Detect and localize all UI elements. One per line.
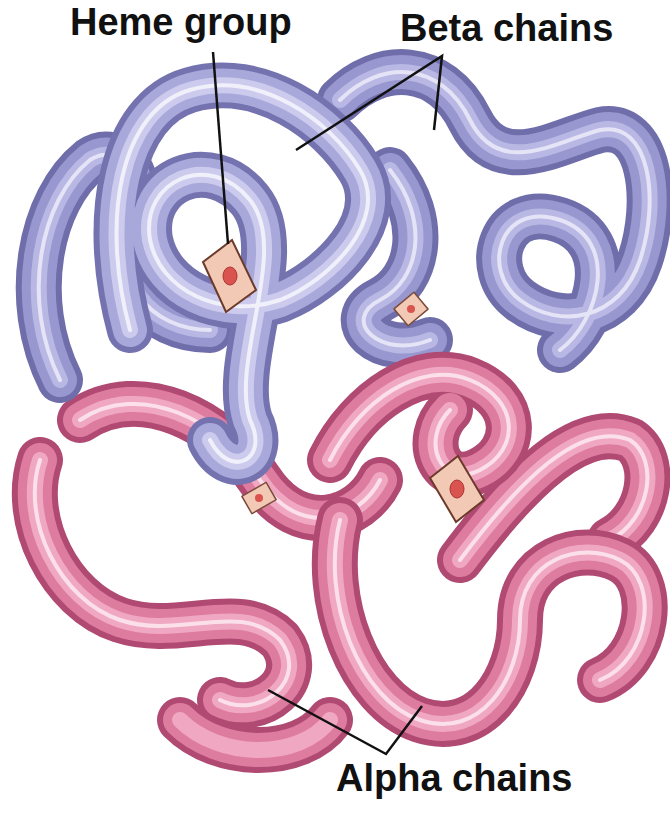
part-label: Alpha chains (336, 758, 573, 800)
part-label: Heme group (70, 2, 292, 44)
part-label: Beta chains (400, 8, 613, 50)
beta-chain (39, 85, 428, 461)
alpha-chain (35, 375, 648, 750)
leader-line (213, 52, 442, 754)
heme-group-symbol (203, 240, 484, 522)
